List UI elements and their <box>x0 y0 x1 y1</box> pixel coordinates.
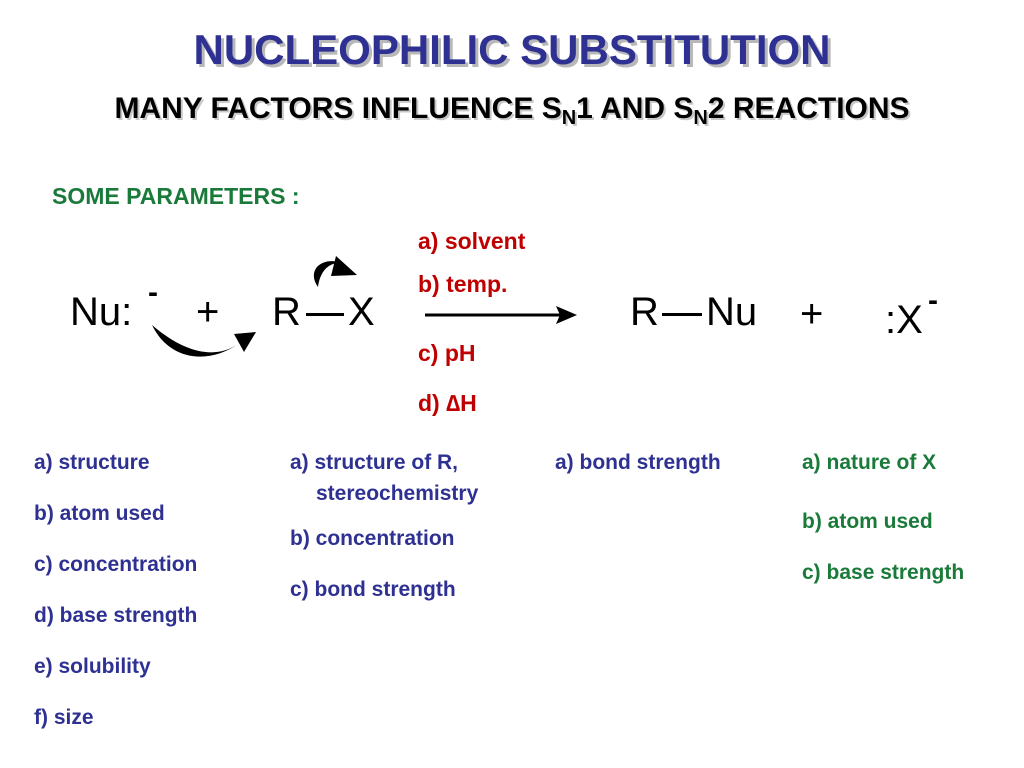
condition-enthalpy: d) ∆H <box>418 390 477 416</box>
leaving-group-factor: a) nature of X <box>802 451 937 474</box>
leaving-group-arrowhead <box>331 256 357 276</box>
substrate-factor-continued: stereochemistry <box>316 482 479 505</box>
product-r-group: R <box>630 290 659 334</box>
subtitle-suffix: 2 REACTIONS <box>707 92 910 125</box>
product-nucleophile: Nu <box>706 290 758 334</box>
nucleophile-factor: b) atom used <box>34 502 165 525</box>
leaving-group-charge: - <box>928 284 938 317</box>
r-x-bond <box>306 313 344 316</box>
bond-factor: a) bond strength <box>555 451 721 474</box>
substrate-factor: a) structure of R, <box>290 451 459 474</box>
nucleophile-factor: c) concentration <box>34 553 198 576</box>
subtitle-mid: 1 AND S <box>576 92 694 125</box>
nucleophile-charge: - <box>148 276 158 309</box>
condition-temperature: b) temp. <box>418 271 508 297</box>
nucleophile-factor: d) base strength <box>34 604 198 627</box>
page-title: NUCLEOPHILIC SUBSTITUTION <box>193 26 831 73</box>
nucleophile-factor: e) solubility <box>34 655 151 678</box>
subtitle-prefix: MANY FACTORS INFLUENCE S <box>114 92 562 125</box>
leaving-group-arrow <box>313 261 342 287</box>
plus-sign-reactants: + <box>196 290 220 334</box>
leaving-group-factor: b) atom used <box>802 510 933 533</box>
nucleophile-attack-arrow <box>152 325 238 357</box>
substrate-factor: b) concentration <box>290 527 455 550</box>
nucleophile: Nu: <box>70 290 133 334</box>
condition-ph: c) pH <box>418 340 476 366</box>
nucleophile-attack-arrowhead <box>234 332 256 352</box>
r-nu-bond <box>662 313 702 316</box>
nucleophile-factor: a) structure <box>34 451 150 474</box>
leaving-group-anion: :X <box>885 298 923 342</box>
reaction-arrowhead <box>556 306 577 324</box>
subtitle-sub-n2: N <box>693 107 708 129</box>
substrate-factor: c) bond strength <box>290 578 456 601</box>
nucleophile-factor: f) size <box>34 706 94 729</box>
leaving-group-factor: c) base strength <box>802 561 965 584</box>
plus-sign-products: + <box>800 292 824 336</box>
section-label: SOME PARAMETERS : <box>52 183 300 209</box>
substrate-r-group: R <box>272 290 301 334</box>
page-subtitle: MANY FACTORS INFLUENCE SN1 AND SN2 REACT… <box>0 92 1024 129</box>
substrate-leaving-atom: X <box>348 290 375 334</box>
subtitle-sub-n1: N <box>561 107 577 129</box>
condition-solvent: a) solvent <box>418 228 526 254</box>
